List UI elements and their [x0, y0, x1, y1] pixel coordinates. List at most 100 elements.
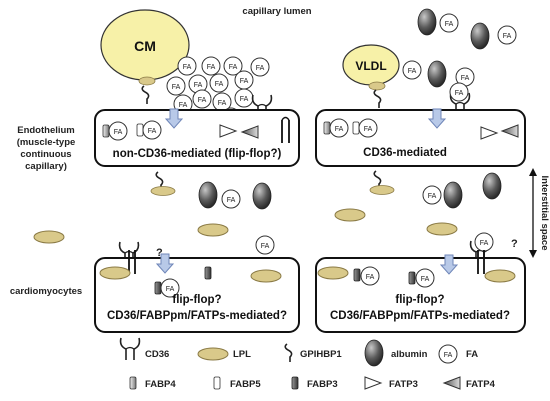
fabp4-icon [102, 124, 110, 138]
fa-label: FA [240, 96, 249, 103]
legend-label: FABP4 [145, 379, 176, 390]
lpl-icon [250, 269, 282, 283]
svg-text:capillary): capillary) [25, 161, 67, 172]
svg-text:FA: FA [364, 126, 373, 133]
legend-label: FATP4 [466, 379, 496, 390]
legend-albumin-icon [364, 339, 384, 367]
gpihbp1-icon [373, 89, 382, 109]
legend: CD36 LPL GPIHBP1 albumin FA FA FABP4 FAB… [119, 337, 496, 390]
lpl-icon [197, 223, 229, 237]
svg-text:FA: FA [335, 126, 344, 133]
albumin-icon [470, 22, 490, 50]
albumin-icon [198, 181, 218, 209]
fa-label: FA [207, 64, 216, 71]
lpl-icon [426, 222, 458, 236]
fa-label: FA [218, 100, 227, 107]
svg-text:FA: FA [480, 240, 489, 247]
gpihbp1-icon [141, 85, 150, 105]
lpl-icon [150, 186, 176, 196]
fa-label: FA [455, 90, 464, 97]
svg-text:FA: FA [114, 129, 123, 136]
fa-label: FA [240, 78, 249, 85]
endo-left-text: non-CD36-mediated (flip-flop?) [113, 148, 282, 160]
fa-label: FA [179, 102, 188, 109]
legend-fatp4-icon [443, 376, 461, 390]
fa-label: FA [172, 84, 181, 91]
vldl: VLDL [342, 44, 400, 109]
svg-text:Endothelium: Endothelium [17, 125, 75, 136]
fabp3-icon [204, 266, 212, 280]
legend-label: GPIHBP1 [300, 349, 342, 360]
cardio-left-line1: flip-flop? [172, 294, 221, 306]
legend-cd36-icon [119, 337, 141, 361]
cardiomyocyte-left: FA flip-flop? CD36/FABPpm/FATPs-mediated… [94, 250, 300, 333]
svg-text:FA: FA [227, 197, 236, 204]
fa-label: FA [461, 75, 470, 82]
lpl-icon [369, 185, 395, 195]
fabp5-icon [136, 123, 144, 137]
svg-text:FA: FA [148, 128, 157, 135]
fabp3-icon [408, 271, 416, 285]
question-mark: ? [511, 238, 518, 250]
cardiomyocyte-right: FA FA flip-flop? CD36/FABPpm/FATPs-media… [315, 250, 526, 333]
cardio-right-line1: flip-flop? [395, 294, 444, 306]
svg-text:FA: FA [366, 274, 375, 281]
fa-label: FA [408, 68, 417, 75]
fa-label: FA [194, 82, 203, 89]
cardiomyocytes-label: cardiomyocytes [10, 286, 82, 297]
legend-label: FABP3 [307, 379, 338, 390]
interstitial-arrow [529, 168, 537, 258]
legend-fatp3-icon [364, 376, 382, 390]
fa-label: FA [229, 64, 238, 71]
albumin-icon [443, 181, 463, 209]
cm-label: CM [134, 38, 156, 54]
fa-label: FA [183, 64, 192, 71]
legend-label: FA [466, 349, 478, 360]
fa-label: FA [215, 81, 224, 88]
legend-fa-icon: FA [444, 352, 453, 359]
fabp5-icon [352, 121, 360, 135]
svg-text:FA: FA [428, 193, 437, 200]
legend-gpihbp1-icon [284, 343, 293, 363]
lpl-icon [99, 266, 131, 280]
endothelial-cell-right: CD36-mediated FA FA [315, 108, 526, 167]
cardio-right-line2: CD36/FABPpm/FATPs-mediated? [330, 310, 510, 322]
endothelial-cell-left: non-CD36-mediated (flip-flop?) FA FA [94, 108, 300, 167]
question-mark: ? [156, 247, 163, 259]
lpl-icon [334, 208, 366, 222]
albumin-icon [482, 172, 502, 200]
legend-label: CD36 [145, 349, 169, 360]
legend-fabp5-icon [213, 376, 221, 390]
legend-label: albumin [391, 349, 428, 360]
lpl-icon [317, 266, 349, 280]
albumin-icon [417, 8, 437, 36]
legend-label: FATP3 [389, 379, 418, 390]
interstitial-space-label: Interstitial space [539, 176, 550, 251]
svg-text:(muscle-type: (muscle-type [17, 137, 76, 148]
fa-label: FA [256, 65, 265, 72]
legend-fabp3-icon [291, 376, 299, 390]
fabp4-icon [323, 121, 331, 135]
fa-label: FA [445, 21, 454, 28]
legend-label: FABP5 [230, 379, 261, 390]
endothelium-label: Endothelium (muscle-type continuous capi… [17, 125, 76, 172]
legend-fabp4-icon [129, 376, 137, 390]
fa-label: FA [503, 33, 512, 40]
vldl-label: VLDL [355, 59, 386, 73]
chylomicron: CM [100, 9, 190, 105]
fa-label: FA [198, 97, 207, 104]
fabp3-icon [154, 281, 162, 295]
capillary-lumen-label: capillary lumen [242, 6, 311, 17]
fabp3-icon [353, 268, 361, 282]
albumin-icon [252, 182, 272, 210]
svg-text:FA: FA [261, 243, 270, 250]
lpl-icon [484, 269, 516, 283]
svg-text:FA: FA [166, 286, 175, 293]
svg-text:FA: FA [421, 276, 430, 283]
svg-text:continuous: continuous [20, 149, 71, 160]
albumin-icon [427, 60, 447, 88]
legend-label: LPL [233, 349, 251, 360]
lpl-icon [33, 230, 65, 244]
endo-right-text: CD36-mediated [363, 147, 447, 159]
